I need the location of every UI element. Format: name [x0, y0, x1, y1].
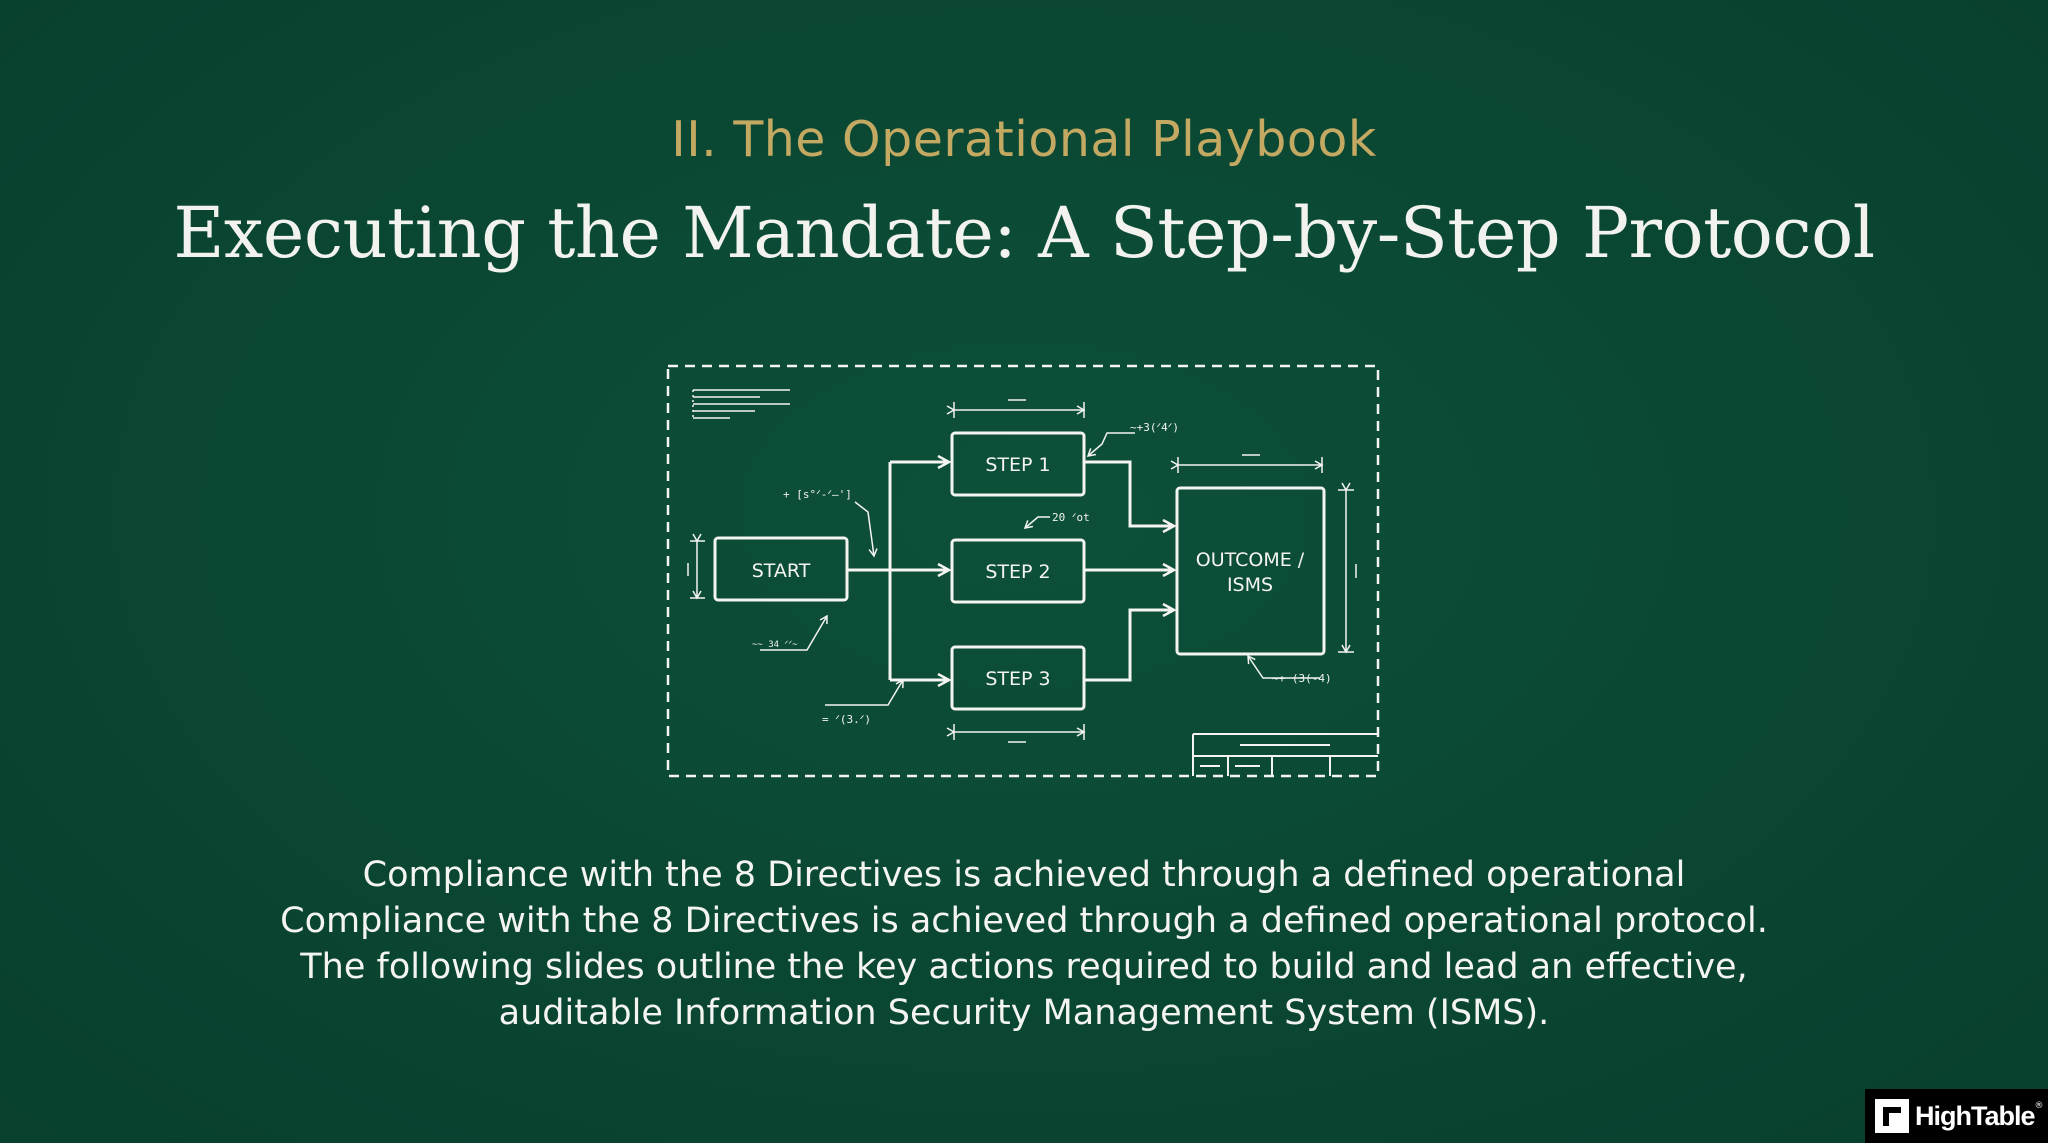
section-label: II. The Operational Playbook	[671, 111, 1377, 168]
body-paragraph: Compliance with the 8 Directives is achi…	[0, 852, 2048, 1036]
annotation-4: ~~ 34 ᐟᐟ~	[752, 640, 798, 650]
start-label: START	[752, 560, 811, 582]
logo-text: HighTable	[1915, 1100, 2036, 1131]
outcome-label-line2: ISMS	[1227, 574, 1273, 596]
annotation-2: ~+3(ᐟ4ᐟ)	[1130, 421, 1179, 434]
annotation-5: = ᐟ(3.ᐟ)	[822, 713, 871, 726]
body-line-3: The following slides outline the key act…	[300, 947, 1748, 987]
annotation-6: ~+ (3(-4)	[1272, 672, 1332, 685]
step1-node: STEP 1	[950, 431, 1086, 497]
step2-label: STEP 2	[985, 561, 1050, 583]
logo-registered-mark: ®	[2034, 1101, 2044, 1111]
step1-label: STEP 1	[985, 454, 1050, 476]
hightable-logo: HighTable ®	[1865, 1089, 2048, 1143]
step2-node: STEP 2	[950, 538, 1086, 604]
annotation-1: + [s°ᐟ-ᐟ—']	[783, 488, 852, 501]
step3-node: STEP 3	[950, 645, 1086, 711]
body-line-1: Compliance with the 8 Directives is achi…	[362, 855, 1686, 895]
connectors	[847, 462, 1173, 680]
hightable-logo-icon	[1875, 1099, 1909, 1133]
body-line-4: auditable Information Security Managemen…	[498, 993, 1550, 1033]
process-diagram: START STEP 1 STEP 2 STEP 3 OUTCOME / ISM…	[660, 358, 1388, 784]
body-line-2: Compliance with the 8 Directives is achi…	[280, 901, 1768, 941]
slide-title: Executing the Mandate: A Step-by-Step Pr…	[173, 192, 1875, 274]
outcome-label-line1: OUTCOME /	[1196, 549, 1305, 571]
step3-label: STEP 3	[985, 668, 1050, 690]
title-block-table	[1192, 733, 1378, 776]
annotation-3: 20 ᐟot	[1052, 511, 1090, 524]
start-node: START	[713, 536, 849, 602]
outcome-node: OUTCOME / ISMS	[1175, 486, 1326, 656]
title-block-lines	[692, 389, 790, 419]
